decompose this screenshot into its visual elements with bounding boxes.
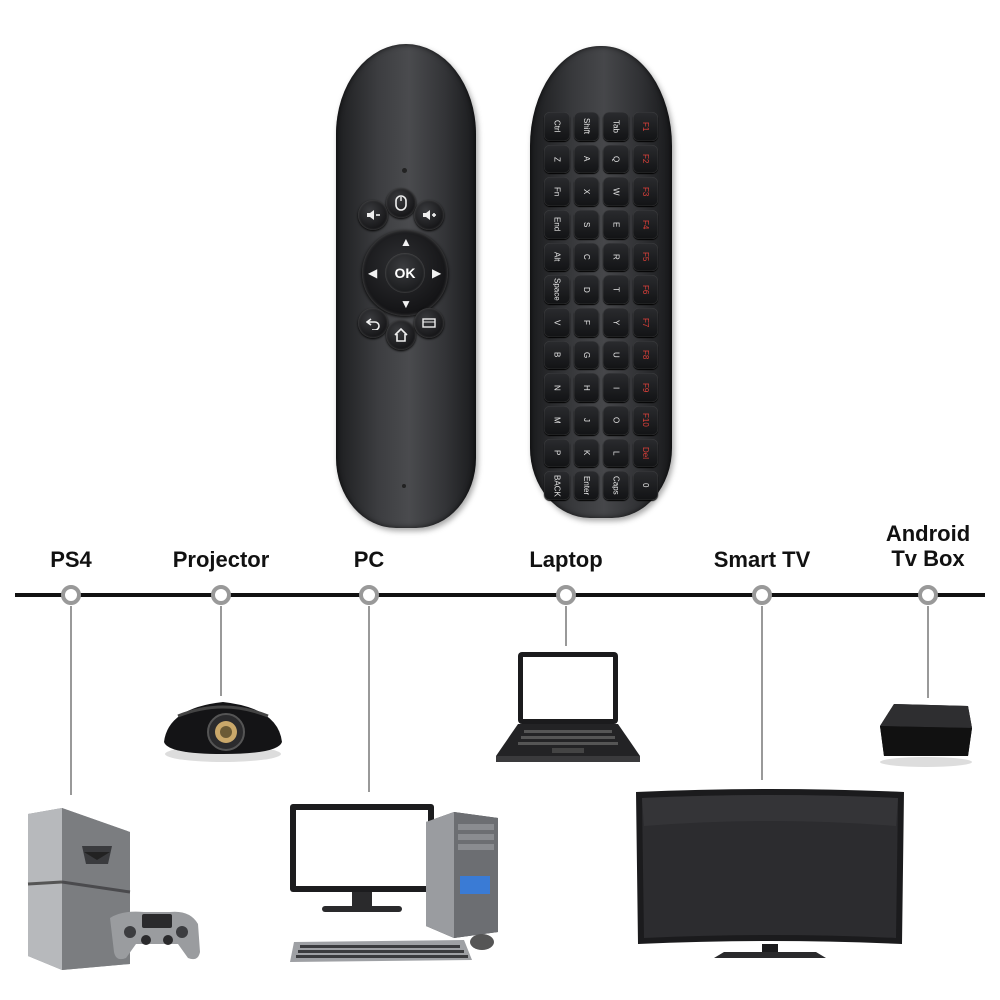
arrow-right-icon: ▶	[432, 266, 442, 280]
key-u: U	[603, 340, 629, 370]
key-f8: F8	[632, 340, 658, 370]
key-caps: Caps	[603, 471, 629, 500]
key-end: End	[544, 209, 570, 239]
key-d: D	[573, 275, 599, 304]
label-projector: Projector	[172, 547, 270, 572]
key-space: Space	[544, 275, 570, 304]
key-a: A	[573, 144, 599, 174]
laptop-icon	[496, 652, 640, 762]
key-f2: F2	[632, 144, 658, 174]
key-o: O	[603, 405, 629, 435]
pc-icon	[290, 804, 498, 962]
key-i: I	[603, 373, 629, 402]
label-android-box-line1: Android	[885, 521, 971, 546]
node-android-box	[918, 585, 938, 605]
home-icon	[386, 320, 416, 350]
key-f10: F10	[632, 405, 658, 435]
key-back: BACK	[544, 471, 570, 500]
label-smart-tv: Smart TV	[713, 547, 811, 572]
key-q: Q	[603, 144, 629, 174]
key-tab: Tab	[603, 112, 629, 141]
arrow-down-icon: ▼	[400, 297, 412, 311]
key-alt: Alt	[544, 242, 570, 272]
arrow-left-icon: ◀	[368, 266, 378, 280]
tv-box-icon	[880, 704, 972, 767]
key-shift: Shift	[573, 112, 599, 141]
key-f7: F7	[632, 307, 658, 337]
label-android-box: Android Tv Box	[868, 521, 988, 571]
key-y: Y	[603, 307, 629, 337]
back-icon	[358, 308, 388, 338]
key-j: J	[573, 405, 599, 435]
smart-tv-icon	[636, 789, 904, 958]
key-f9: F9	[632, 373, 658, 402]
arrow-up-icon: ▲	[400, 235, 412, 249]
menu-icon	[414, 308, 444, 338]
key-fn: Fn	[544, 177, 570, 206]
label-android-box-line2: Tv Box	[891, 546, 965, 571]
key-t: T	[603, 275, 629, 304]
node-pc	[359, 585, 379, 605]
key-l: L	[603, 438, 629, 468]
key-f4: F4	[632, 209, 658, 239]
status-led	[402, 168, 407, 173]
projector-icon	[164, 702, 282, 762]
key-e: E	[603, 209, 629, 239]
label-laptop: Laptop	[529, 547, 603, 572]
mic-hole	[402, 484, 406, 488]
key-f: F	[573, 307, 599, 337]
key-g: G	[573, 340, 599, 370]
key-z: Z	[544, 144, 570, 174]
d-pad: ▲ ▼ ◀ ▶ OK	[362, 230, 448, 316]
ok-button: OK	[385, 253, 425, 293]
key-h: H	[573, 373, 599, 402]
key-f6: F6	[632, 275, 658, 304]
volume-up-icon	[414, 200, 444, 230]
node-ps4	[61, 585, 81, 605]
key-del: Del	[632, 438, 658, 468]
key-ctrl: Ctrl	[544, 112, 570, 141]
key-x: X	[573, 177, 599, 206]
label-ps4: PS4	[50, 547, 92, 572]
key-s: S	[573, 209, 599, 239]
key-f5: F5	[632, 242, 658, 272]
key-f3: F3	[632, 177, 658, 206]
key-m: M	[544, 405, 570, 435]
key-f1: F1	[632, 112, 658, 141]
node-smart-tv	[752, 585, 772, 605]
node-laptop	[556, 585, 576, 605]
key-c: C	[573, 242, 599, 272]
key-b: B	[544, 340, 570, 370]
key-0: 0	[632, 471, 658, 500]
volume-down-icon	[358, 200, 388, 230]
key-k: K	[573, 438, 599, 468]
key-r: R	[603, 242, 629, 272]
key-enter: Enter	[573, 471, 599, 500]
key-p: P	[544, 438, 570, 468]
key-w: W	[603, 177, 629, 206]
remote-front: ▲ ▼ ◀ ▶ OK	[336, 44, 476, 528]
key-v: V	[544, 307, 570, 337]
key-n: N	[544, 373, 570, 402]
ps4-console-icon	[27, 808, 200, 970]
node-projector	[211, 585, 231, 605]
mouse-icon	[386, 188, 416, 218]
label-pc: PC	[353, 547, 385, 572]
